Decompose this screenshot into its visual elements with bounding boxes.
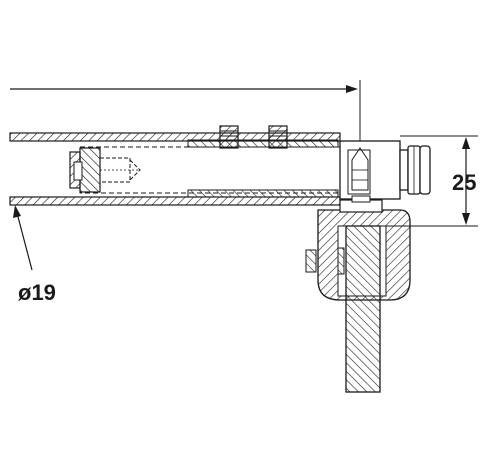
right-knob [399, 145, 431, 195]
left-screw [99, 157, 141, 183]
lower-clamp-block [187, 189, 339, 198]
bracket-side-screw [305, 247, 345, 275]
vertical-post [345, 225, 381, 393]
height-dimension-label: 25 [452, 170, 476, 195]
inner-insert [79, 146, 343, 194]
set-screw-right [268, 125, 288, 149]
upper-clamp-block [187, 139, 339, 148]
right-end-block [339, 140, 401, 200]
diameter-dimension-label: ø19 [18, 280, 56, 305]
left-end-plug [69, 147, 101, 193]
length-dimension-line [10, 80, 361, 150]
diameter-leader-line [13, 205, 33, 271]
tube-top-wall [9, 132, 341, 142]
set-screw-left [219, 125, 239, 149]
tube-bottom-wall [9, 196, 341, 206]
